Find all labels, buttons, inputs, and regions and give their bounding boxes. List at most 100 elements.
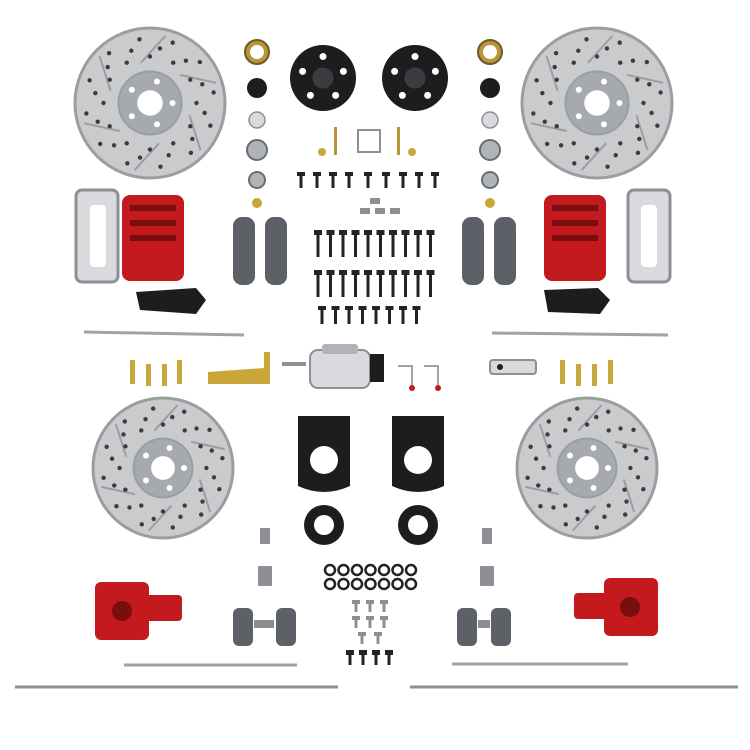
rear-left-rotor-icon <box>91 396 235 540</box>
nut-icon <box>408 148 416 156</box>
rotor-hole <box>635 124 640 129</box>
backing-plate-ring-hole <box>314 515 334 535</box>
rotor-hole <box>151 516 156 522</box>
caliper-fin <box>552 205 598 211</box>
bolt-icon <box>360 636 364 644</box>
rotor-hole <box>107 77 112 82</box>
bolt-head <box>366 616 374 620</box>
bearing-icon <box>481 171 499 189</box>
hub-center <box>312 67 334 89</box>
caliper-fin <box>552 220 598 226</box>
master-cylinder-icon <box>309 344 384 389</box>
bolt-head <box>313 172 321 176</box>
rotor-hole <box>109 456 115 461</box>
rotor-slot <box>571 504 597 532</box>
rotor-slot <box>153 404 179 432</box>
washer-icon <box>323 563 337 577</box>
caliper-piston <box>112 601 132 621</box>
bolt-icon <box>415 310 418 324</box>
bolt-head <box>399 306 407 310</box>
bolt-head <box>359 650 367 655</box>
seal-inner <box>483 45 497 59</box>
rotor-hole <box>594 414 599 420</box>
bolt-icon <box>374 310 378 324</box>
rotor-slot <box>622 479 636 513</box>
rotor-hole <box>170 525 176 530</box>
backing-plate-left-icon <box>298 416 350 545</box>
rotor-center-bore <box>137 90 163 116</box>
rotor-hole <box>111 143 117 148</box>
rotor-hole <box>150 406 156 411</box>
rotor-hole <box>143 417 148 422</box>
brake-line-icon <box>424 365 439 388</box>
dust-cap-icon <box>480 78 500 98</box>
bolt-head <box>426 270 435 275</box>
rotor-hole <box>572 161 577 166</box>
rotor-hole <box>554 77 559 82</box>
washer-icon <box>485 198 495 208</box>
lug-hole <box>166 484 173 491</box>
rotor-hole <box>171 141 176 146</box>
bolt-icon <box>341 275 345 297</box>
bolt-icon <box>391 235 395 257</box>
bolt-head <box>329 172 337 176</box>
fitting-icon <box>409 385 415 391</box>
rotor-hole <box>105 64 110 70</box>
rotor-hole <box>157 46 163 51</box>
rotor-hole <box>158 164 163 169</box>
master-cylinder-body <box>309 349 371 389</box>
rotor-slot <box>538 423 552 457</box>
rotor-center-bore <box>584 90 610 116</box>
rotor-hole <box>208 123 213 128</box>
bolt-icon <box>366 275 370 297</box>
rotor-hole <box>630 58 636 63</box>
rotor-hole <box>542 119 547 124</box>
rotor-hole <box>531 111 536 116</box>
rear-pads-right <box>457 608 511 646</box>
bolt-icon <box>341 235 345 257</box>
backing-plate-ring-hole <box>408 515 428 535</box>
rotor-hole <box>200 82 205 87</box>
lug-hole <box>128 113 135 120</box>
rotor-hole <box>618 60 623 65</box>
rotor-hole <box>641 487 646 492</box>
rotor-hole <box>574 406 580 411</box>
bolt-icon <box>433 176 437 188</box>
rotor-slot <box>198 479 212 513</box>
lug-hole <box>616 100 623 106</box>
rotor-hole <box>207 427 212 433</box>
brake-hose-icon <box>491 331 669 337</box>
lug-hole <box>143 452 150 459</box>
hub-stud-hole <box>431 67 439 75</box>
clip-icon <box>375 208 385 214</box>
bolt-icon <box>299 176 303 188</box>
caliper-bracket-icon <box>544 288 610 314</box>
bolt-icon <box>177 360 182 384</box>
rotor-slot <box>530 122 567 133</box>
rotor-hole <box>204 465 209 471</box>
rotor-hole <box>538 503 543 509</box>
bolt-icon <box>331 176 335 188</box>
rotor-hole <box>617 40 622 45</box>
rotor-slot <box>587 35 614 64</box>
bolt-icon <box>401 176 405 188</box>
washer-icon <box>323 577 337 591</box>
rear-caliper-right-icon <box>574 578 658 636</box>
front-right-rotor-icon <box>520 26 674 180</box>
bearing-icon <box>246 139 268 161</box>
bolt-icon <box>404 235 407 257</box>
rotor-hole <box>202 110 207 116</box>
rotor-hole <box>536 483 541 488</box>
bolt-icon <box>366 235 370 257</box>
cotter-pin-icon <box>334 127 337 155</box>
rotor-hole <box>104 444 109 449</box>
bolt-head <box>372 650 380 655</box>
rotor-hole <box>170 414 175 420</box>
rotor-hole <box>655 123 660 128</box>
hub-stud-hole <box>306 91 314 99</box>
rotor-hole <box>170 40 175 45</box>
rotor-hole <box>198 512 204 517</box>
rotor-hole <box>211 475 217 480</box>
bolt-head <box>372 306 380 310</box>
washer-icon <box>377 563 391 577</box>
